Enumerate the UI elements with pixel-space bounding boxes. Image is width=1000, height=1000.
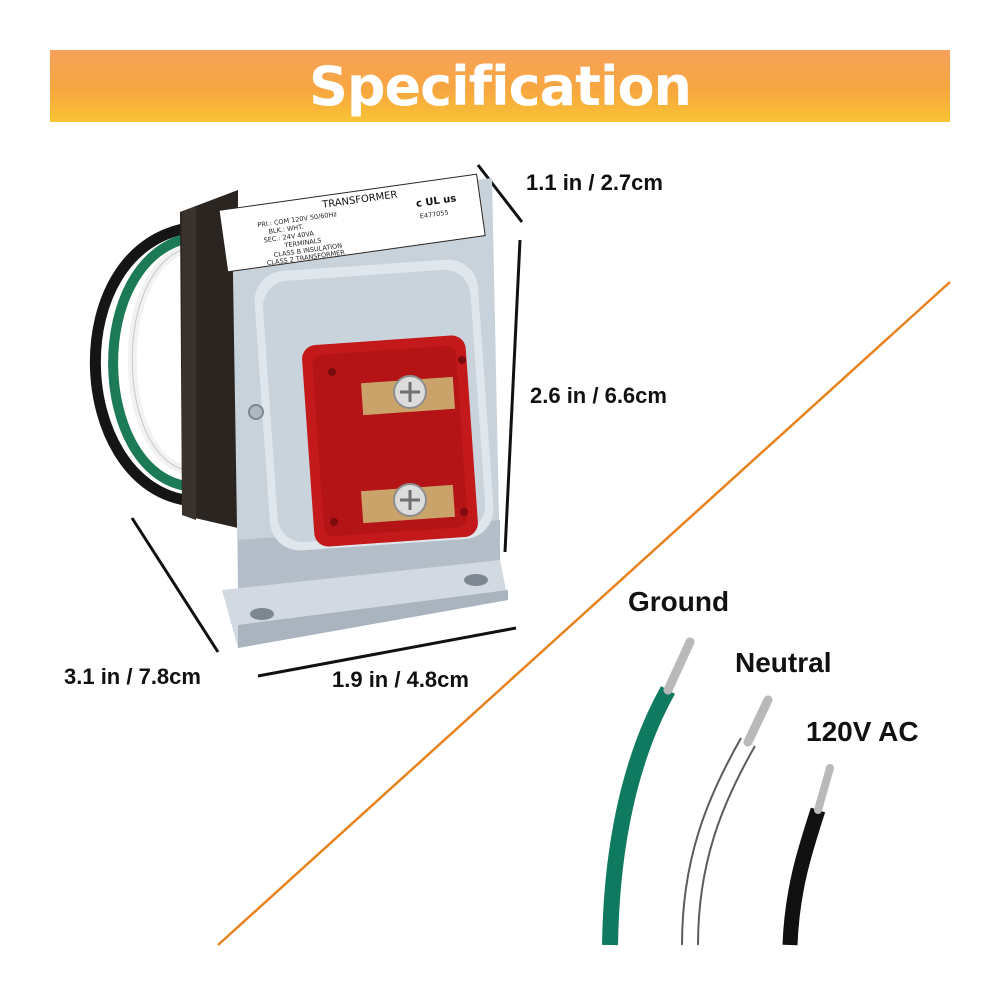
diagonal-divider xyxy=(217,281,951,946)
neutral-label: Neutral xyxy=(735,647,832,678)
hot-label: 120V AC xyxy=(806,716,919,747)
ground-label: Ground xyxy=(628,586,730,617)
bottom-terminal xyxy=(360,483,456,524)
spec-banner: Specification xyxy=(50,50,950,122)
plate-code: E477055 xyxy=(419,209,449,221)
ground-wire xyxy=(602,637,695,946)
transformer: TRANSFORMER PRI.: COM 120V 50/60Hz BLK.:… xyxy=(89,173,508,648)
white-lead-wire xyxy=(127,243,190,475)
neutral-wire xyxy=(681,695,773,946)
black-lead-wire xyxy=(89,222,189,506)
width-label: 1.9 in / 4.8cm xyxy=(332,667,469,692)
length-label: 3.1 in / 7.8cm xyxy=(64,664,201,689)
banner-title: Specification xyxy=(308,54,692,118)
depth-label: 1.1 in / 2.7cm xyxy=(526,170,663,195)
green-lead-wire xyxy=(108,233,190,491)
hot-wire xyxy=(782,764,834,946)
height-label: 2.6 in / 6.6cm xyxy=(530,383,667,408)
height-dimension-line xyxy=(503,239,522,553)
top-terminal xyxy=(360,375,456,416)
depth-dimension-line xyxy=(476,164,524,223)
label-plate: TRANSFORMER PRI.: COM 120V 50/60Hz BLK.:… xyxy=(218,173,486,273)
length-dimension-line xyxy=(130,517,220,653)
width-dimension-line xyxy=(257,626,517,678)
